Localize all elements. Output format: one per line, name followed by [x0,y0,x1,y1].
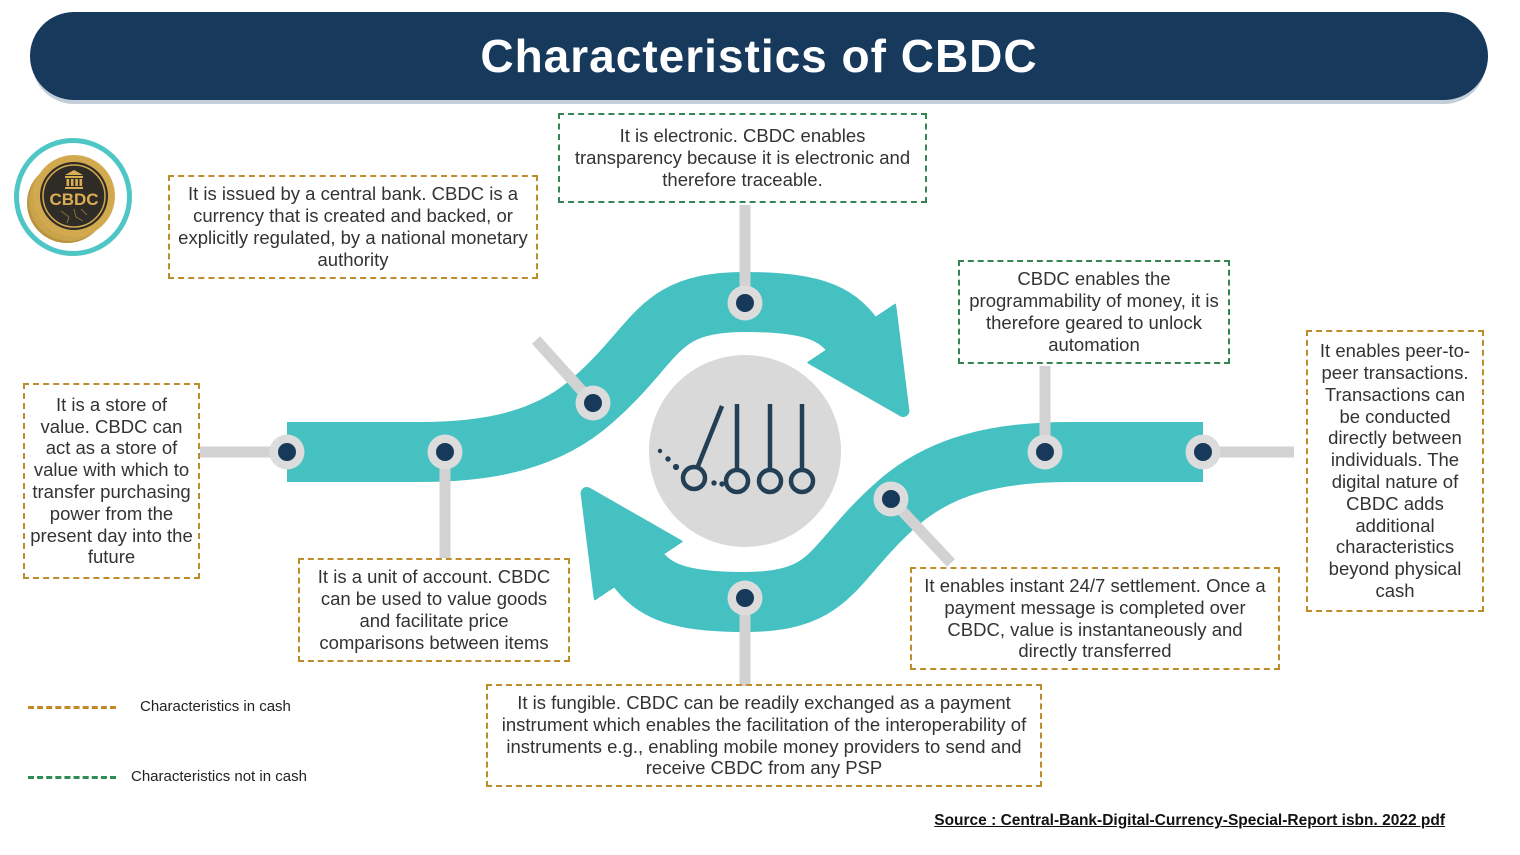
connector-dot [1027,434,1063,470]
characteristic-box-peer-to-peer: It enables peer-to-peer transactions. Tr… [1306,330,1484,612]
cbdc-coin-icon: CBDC [27,155,115,243]
connector-dot [873,481,909,517]
connector-dot [1185,434,1221,470]
characteristic-text: It is issued by a central bank. CBDC is … [178,183,528,270]
cbdc-coin-logo: CBDC [14,138,132,256]
legend-label-in-cash: Characteristics in cash [140,698,291,715]
bank-icon [65,170,83,189]
characteristic-text: It is electronic. CBDC enables transpare… [574,125,911,190]
connector-dots [269,285,1221,616]
characteristic-box-programmability: CBDC enables the programmability of mone… [958,260,1230,364]
connector-dot [727,580,763,616]
characteristic-box-fungible: It is fungible. CBDC can be readily exch… [486,684,1042,787]
connector-dot [575,385,611,421]
coin-face [40,162,108,230]
characteristic-box-store-of-value: It is a store of value. CBDC can act as … [23,383,200,579]
coin-inner-ring [42,164,106,228]
characteristic-text: It enables peer-to-peer transactions. Tr… [1319,340,1471,602]
legend-dash-not-in-cash [28,776,116,779]
characteristic-box-unit-of-account: It is a unit of account. CBDC can be use… [298,558,570,662]
characteristic-text: It is a unit of account. CBDC can be use… [317,566,551,653]
legend-label-not-in-cash: Characteristics not in cash [131,768,307,785]
coin-circuit-lines [60,208,88,224]
characteristic-box-instant-settlement: It enables instant 24/7 settlement. Once… [910,567,1280,670]
source-citation: Source : Central-Bank-Digital-Currency-S… [934,812,1445,829]
characteristic-box-central-bank: It is issued by a central bank. CBDC is … [168,175,538,279]
connector-dot [269,434,305,470]
characteristic-text: It enables instant 24/7 settlement. Once… [924,574,1266,662]
center-circle [649,355,841,547]
legend-dash-in-cash [28,706,116,709]
flow-arrow-top [287,271,858,482]
coin-label: CBDC [49,190,98,209]
connector-dot [427,434,463,470]
header-banner: Characteristics of CBDC [30,12,1488,100]
characteristic-text: It is fungible. CBDC can be readily exch… [501,691,1027,779]
characteristic-text: It is a store of value. CBDC can act as … [30,393,193,568]
characteristic-box-electronic: It is electronic. CBDC enables transpare… [558,113,927,203]
flow-arrow-bottom [632,422,1203,633]
connector-dot [727,285,763,321]
newtons-cradle-icon [657,404,816,495]
characteristic-text: CBDC enables the programmability of mone… [969,268,1219,355]
cradle-motion-dots [657,448,725,487]
page-title: Characteristics of CBDC [480,30,1038,82]
